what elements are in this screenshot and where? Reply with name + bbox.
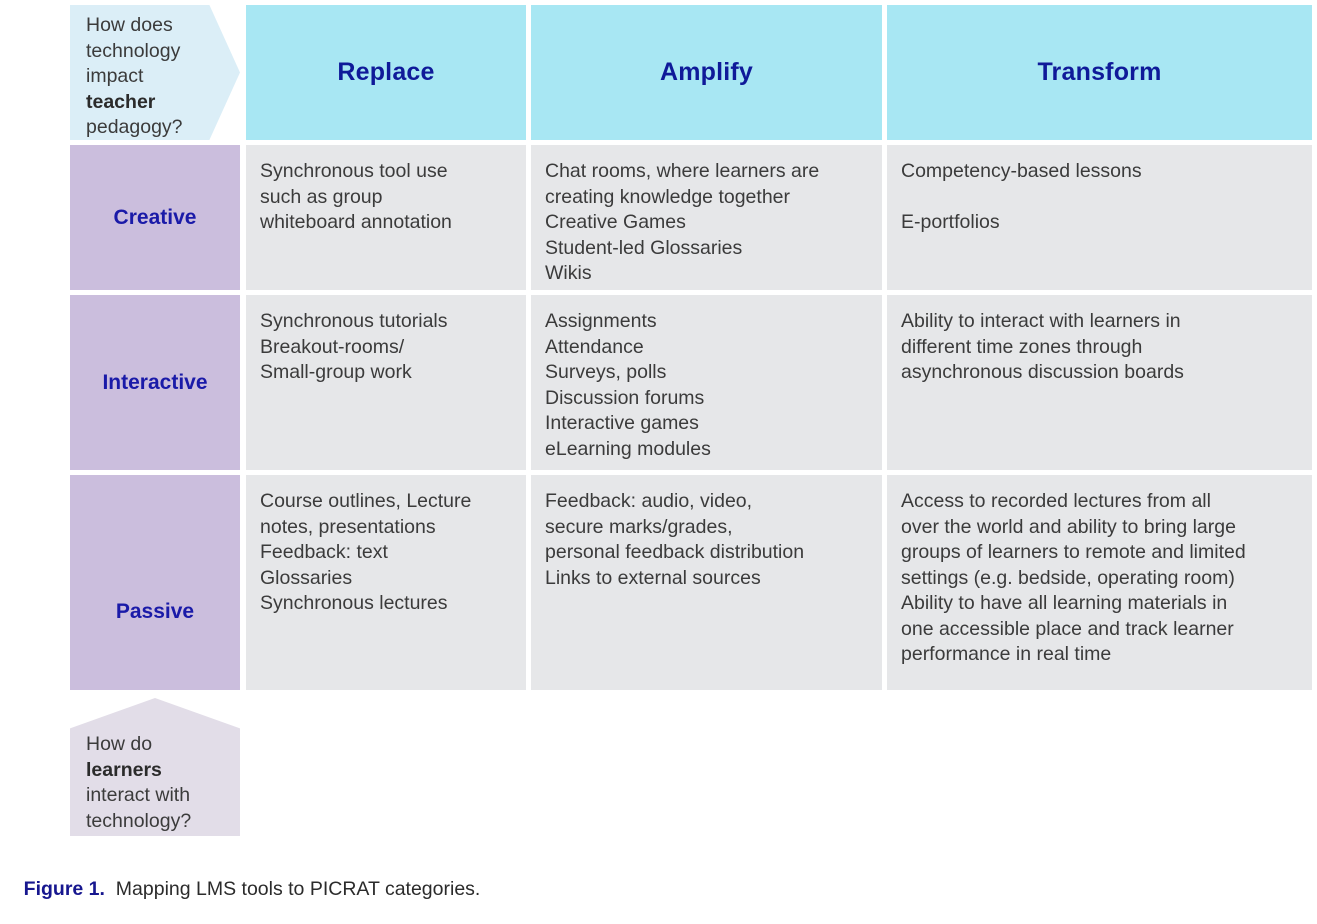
figure-caption: Figure 1. Mapping LMS tools to PICRAT ca…	[2, 855, 481, 924]
matrix-header-row: How does technology impact teacher pedag…	[0, 5, 1317, 140]
row-label-passive: Passive	[70, 475, 240, 690]
cell-creative-amplify: Chat rooms, where learners are creating …	[531, 145, 882, 290]
row-label-passive-text: Passive	[115, 599, 195, 623]
cell-passive-amplify: Feedback: audio, video, secure marks/gra…	[531, 475, 882, 690]
cell-interactive-amplify: Assignments Attendance Surveys, polls Di…	[531, 295, 882, 470]
cell-interactive-transform: Ability to interact with learners in dif…	[887, 295, 1312, 470]
top-question-line-4-bold: teacher	[86, 90, 156, 113]
bottom-question-line-3: interact with	[86, 784, 191, 806]
top-question-arrow: How does technology impact teacher pedag…	[70, 5, 240, 140]
cell-creative-transform: Competency-based lessons E-portfolios	[887, 145, 1312, 290]
cell-passive-transform: Access to recorded lectures from all ove…	[887, 475, 1312, 690]
figure-caption-text: Mapping LMS tools to PICRAT categories.	[115, 878, 481, 900]
picrat-matrix-figure: How does technology impact teacher pedag…	[0, 5, 1317, 900]
top-question-line-1: How does	[86, 14, 173, 36]
bottom-question-line-4: technology?	[86, 809, 192, 832]
column-header-transform: Transform	[887, 5, 1312, 140]
cell-passive-replace: Course outlines, Lecture notes, presenta…	[246, 475, 526, 690]
bottom-question-line-1: How do	[86, 733, 153, 755]
row-label-creative-text: Creative	[113, 205, 197, 229]
top-question-line-3: impact	[86, 65, 144, 87]
cell-interactive-replace: Synchronous tutorials Breakout-rooms/ Sm…	[246, 295, 526, 470]
column-header-replace: Replace	[246, 5, 526, 140]
row-label-creative: Creative	[70, 145, 240, 290]
cell-creative-replace: Synchronous tool use such as group white…	[246, 145, 526, 290]
figure-caption-spacer	[105, 878, 116, 900]
top-question-line-2: technology	[86, 39, 181, 62]
figure-caption-number: Figure 1.	[23, 878, 105, 900]
bottom-question-arrow: How do learners interact with technology…	[70, 698, 240, 836]
column-header-amplify: Amplify	[531, 5, 882, 140]
row-label-interactive-text: Interactive	[102, 370, 208, 394]
top-question-line-5: pedagogy?	[86, 116, 183, 138]
bottom-question-line-2-bold: learners	[86, 758, 162, 781]
row-label-interactive: Interactive	[70, 295, 240, 470]
